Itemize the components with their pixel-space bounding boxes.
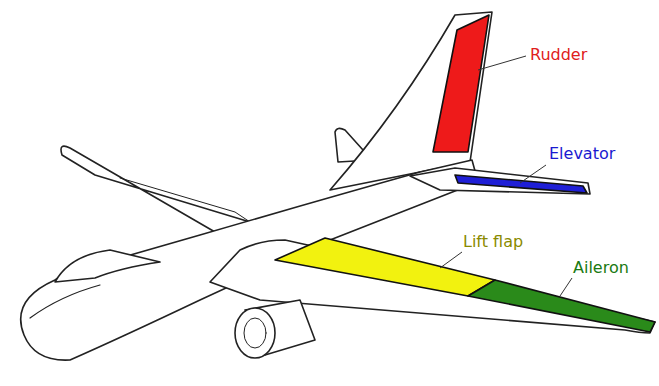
leader-line: [520, 165, 546, 183]
aileron-surface: [468, 280, 655, 332]
leader-line: [440, 252, 462, 268]
horizontal-stabilizer: [410, 168, 590, 194]
engine-fan: [244, 318, 266, 348]
part-name: Lift flap: [463, 233, 523, 251]
lift-flap-surface: [275, 238, 495, 296]
cockpit-canopy: [55, 250, 160, 282]
elevator-surface: [455, 175, 587, 193]
part-name: Elevator: [549, 145, 615, 163]
engine-intake: [235, 308, 275, 358]
part-name: Aileron: [573, 259, 629, 277]
leader-line: [478, 56, 526, 70]
part-name: Rudder: [530, 46, 587, 64]
far-wing-flap: [120, 178, 250, 222]
rudder-surface: [433, 15, 489, 152]
far-wing: [61, 146, 250, 232]
nose-line: [30, 285, 100, 318]
leader-line: [560, 278, 572, 296]
